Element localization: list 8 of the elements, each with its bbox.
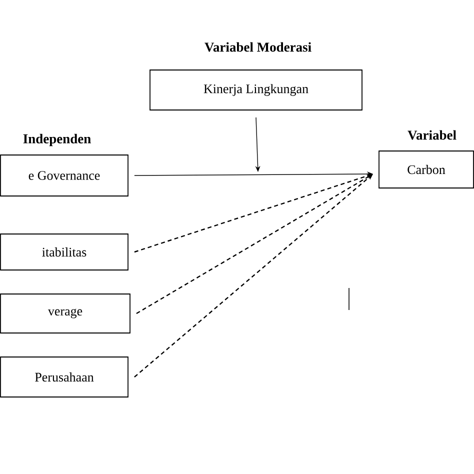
variable-box: Carbon: [378, 150, 474, 188]
heading: Variabel Moderasi: [204, 42, 312, 52]
variable-box: verage: [0, 294, 130, 334]
variable-box: itabilitas: [0, 234, 128, 270]
variable-box: e Governance: [0, 154, 128, 196]
variable-box: Kinerja Lingkungan: [150, 70, 362, 110]
heading: Variabel: [408, 130, 456, 140]
variable-box: Perusahaan: [0, 356, 128, 398]
